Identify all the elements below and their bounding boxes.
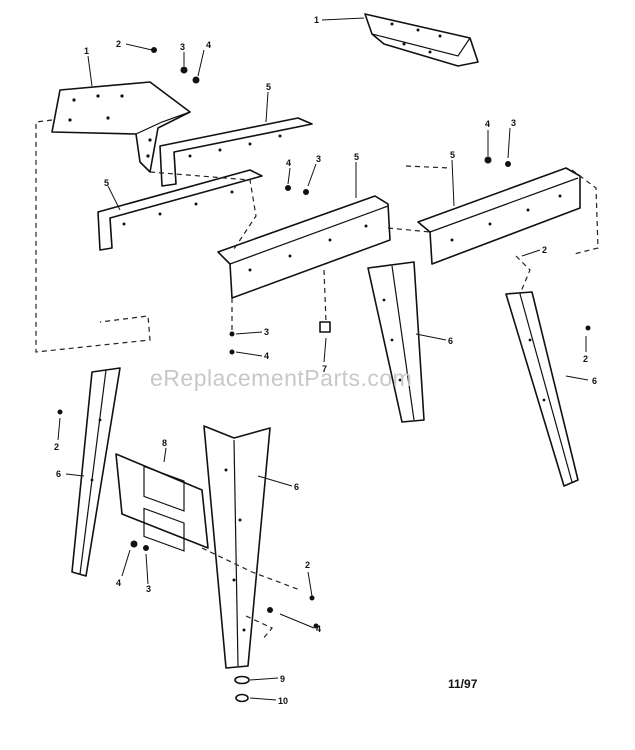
- assembly-lines: [35, 119, 599, 641]
- leg-right: [505, 291, 579, 487]
- leg-front: [203, 425, 271, 669]
- date-code: 11/97: [448, 677, 478, 691]
- label-foot-pad: 7: [322, 364, 327, 374]
- hardware: [57, 47, 591, 703]
- label-leveler-nut: 9: [280, 674, 285, 684]
- top-mounting-plate: [51, 81, 191, 173]
- label-washer-top: 3: [180, 42, 185, 52]
- label-rail-mid: 5: [354, 152, 359, 162]
- label-nut-shelf: 4: [116, 578, 121, 588]
- label-bolt-far-right: 2: [583, 354, 588, 364]
- label-rail-left: 5: [104, 178, 109, 188]
- label-rail-top: 5: [266, 82, 271, 92]
- label-bolt-top: 2: [116, 39, 121, 49]
- label-nut-top: 4: [206, 40, 211, 50]
- side-rail-left: [97, 169, 263, 251]
- top-angle-bracket: [364, 13, 479, 67]
- label-top-bracket: 1: [314, 15, 319, 25]
- label-leg-mid: 6: [448, 336, 453, 346]
- part-labels: 1 1 2 3 4 5 5 4 3 5 4 3 5 2 3 4 7 6 6 2 …: [54, 15, 597, 706]
- side-rail-top: [159, 117, 313, 187]
- label-leveler-foot: 10: [278, 696, 288, 706]
- label-rail-right: 5: [450, 150, 455, 160]
- label-washer-mid: 3: [316, 154, 321, 164]
- label-bolt-left: 2: [54, 442, 59, 452]
- watermark-text: eReplacementParts.com: [150, 365, 412, 391]
- label-nut-low: 4: [264, 351, 269, 361]
- label-washer-right: 3: [511, 118, 516, 128]
- label-nut-mid: 4: [286, 158, 291, 168]
- side-rail-middle: [217, 195, 391, 299]
- leader-lines: [57, 17, 589, 701]
- label-washer-shelf: 3: [146, 584, 151, 594]
- label-bolt-front: 2: [305, 560, 310, 570]
- shelf-panel: [115, 453, 209, 552]
- label-leg-right: 6: [592, 376, 597, 386]
- label-left-plate: 1: [84, 46, 89, 56]
- label-nut-front: 4: [316, 624, 321, 634]
- label-leg-left: 6: [56, 469, 61, 479]
- side-rail-right: [417, 167, 581, 265]
- label-nut-right: 4: [485, 119, 490, 129]
- label-shelf: 8: [162, 438, 167, 448]
- leg-middle: [367, 261, 425, 423]
- label-leg-front: 6: [294, 482, 299, 492]
- leg-left: [71, 367, 121, 577]
- label-washer-low: 3: [264, 327, 269, 337]
- label-bolt-right: 2: [542, 245, 547, 255]
